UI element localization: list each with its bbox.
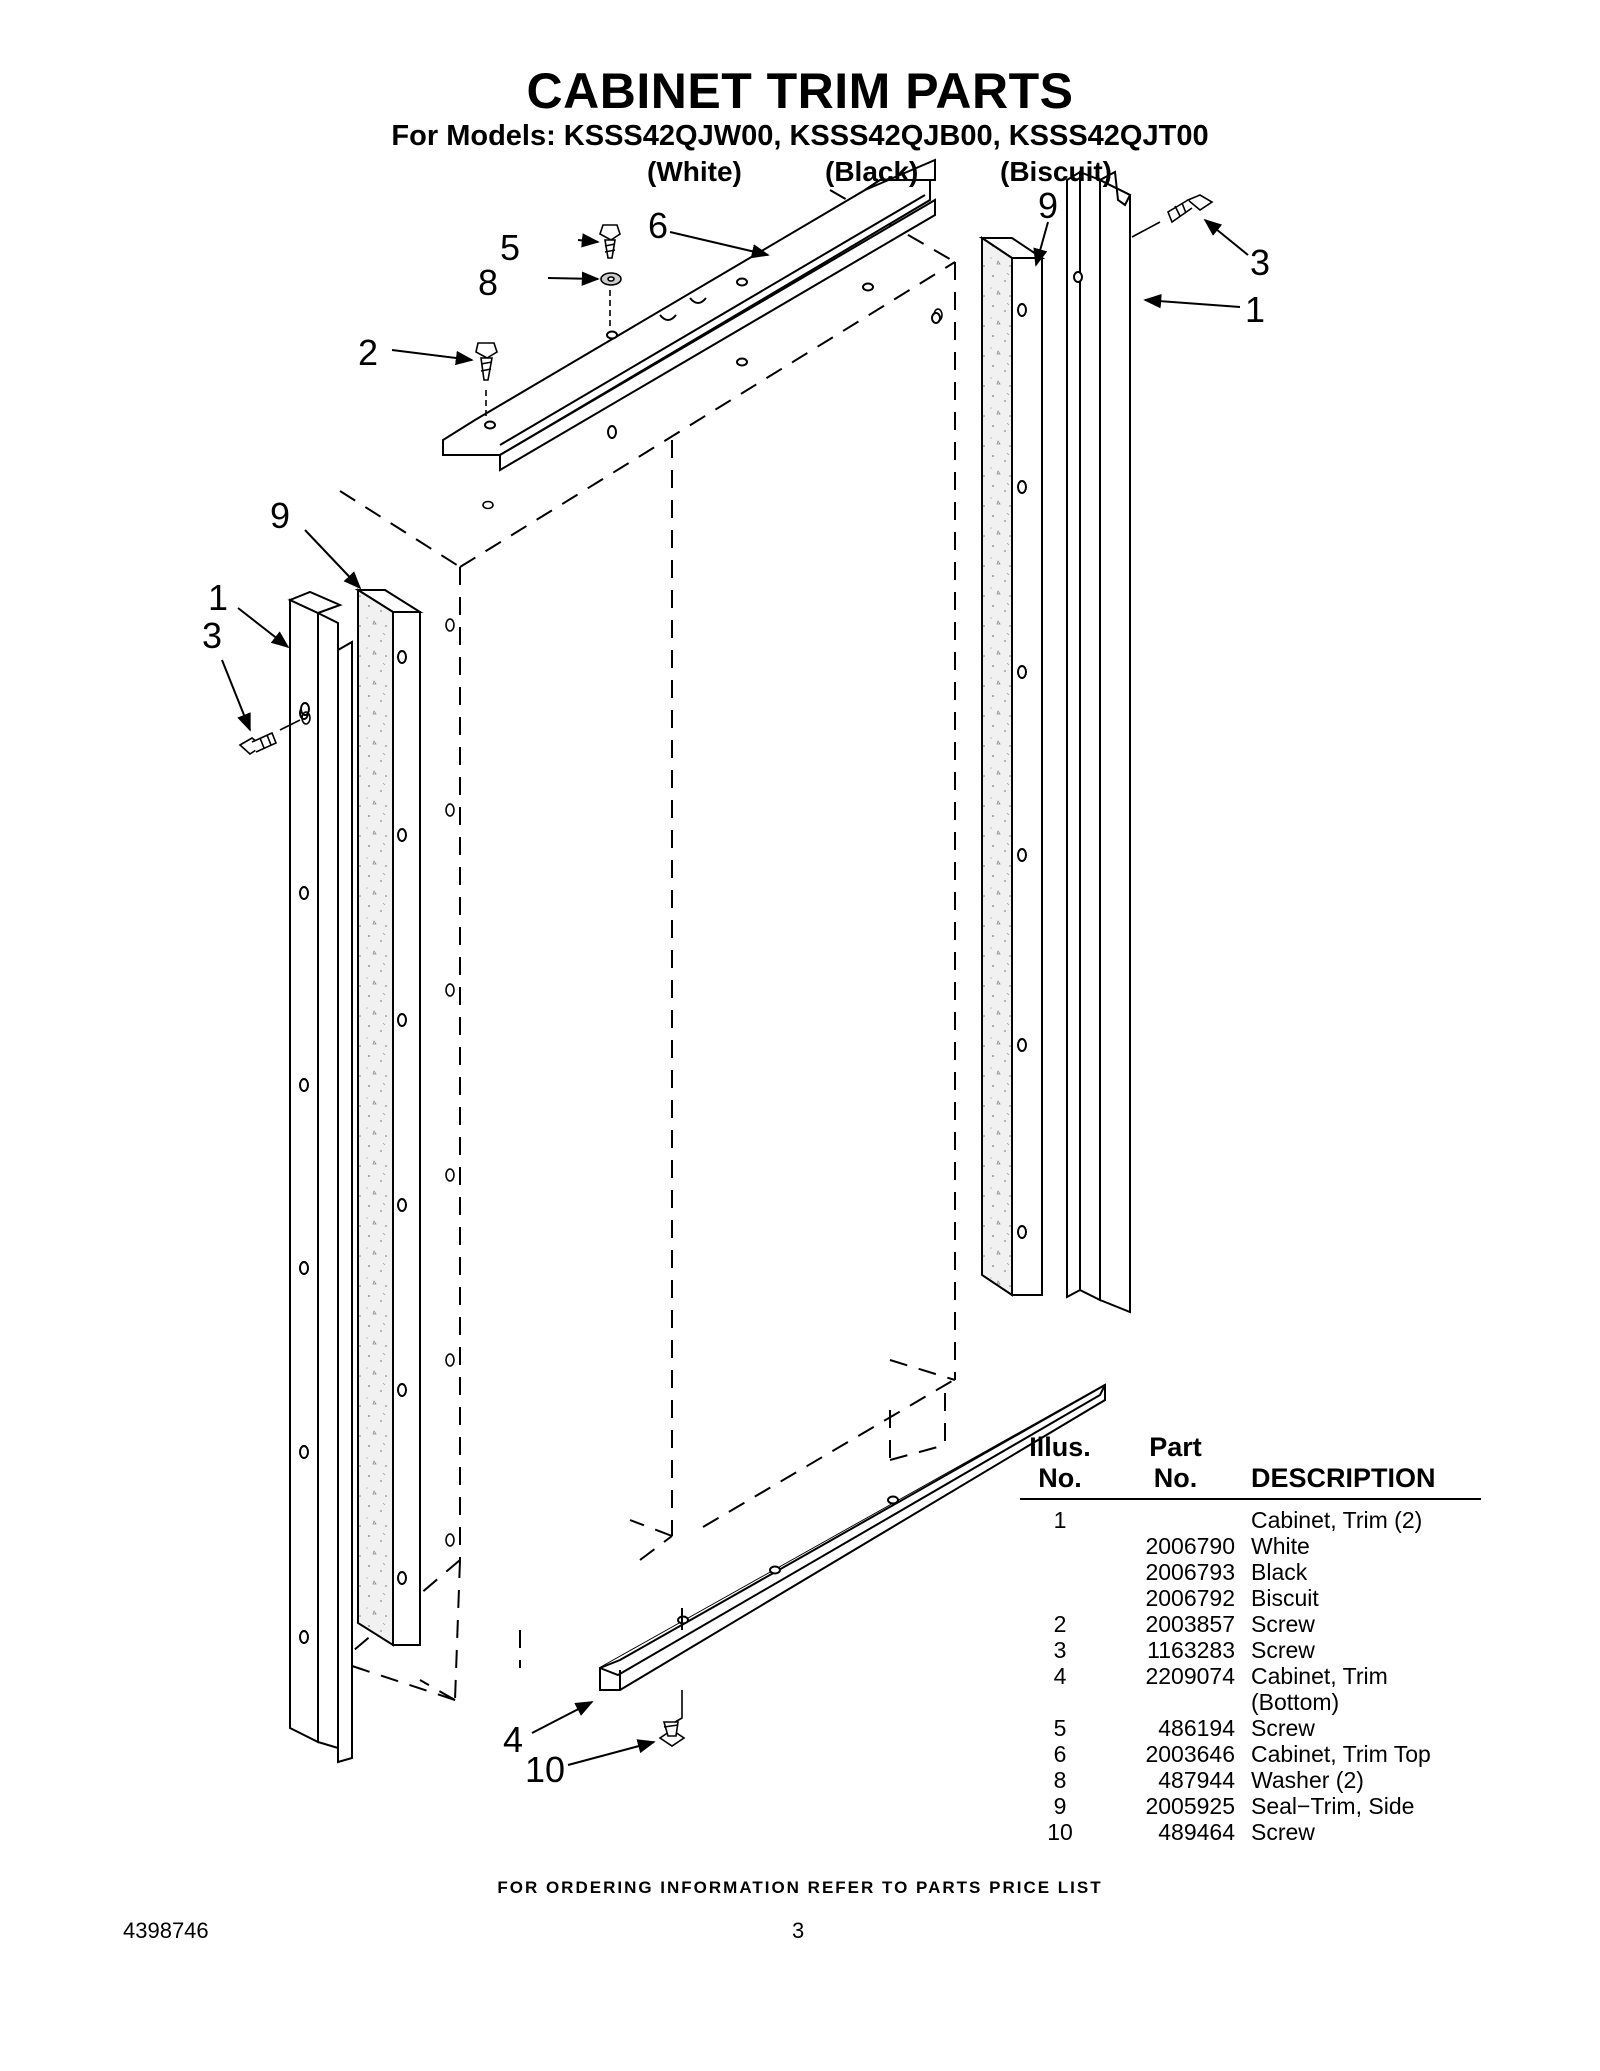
models-line: For Models: KSSS42QJW00, KSSS42QJB00, KS… [391, 120, 1209, 152]
header-illus-line1: Illus. [1029, 1432, 1091, 1462]
washer-part-8 [600, 272, 622, 286]
callout-9-left: 9 [270, 495, 291, 536]
right-trim-part-1 [1066, 170, 1132, 1314]
callout-10: 10 [525, 1749, 566, 1790]
callout-8: 8 [478, 262, 499, 303]
callout-3-left: 3 [202, 615, 223, 656]
callout-5: 5 [500, 227, 521, 268]
callout-4: 4 [503, 1719, 524, 1760]
screw-part-3-right [1131, 194, 1214, 238]
variant-white: (White) [647, 156, 742, 187]
header-part-line2: No. [1100, 1463, 1251, 1500]
cabinet-outline [339, 189, 956, 1701]
header-description: DESCRIPTION [1251, 1463, 1481, 1500]
callout-1-left: 1 [208, 577, 229, 618]
screw-part-10 [658, 1721, 686, 1747]
ordering-note: FOR ORDERING INFORMATION REFER TO PARTS … [497, 1878, 1103, 1897]
table-row: (Bottom) [1251, 1689, 1340, 1715]
page-title: CABINET TRIM PARTS [526, 63, 1074, 119]
right-seal-part-9 [978, 236, 1046, 1297]
leader-lines [221, 218, 1249, 1766]
left-trim-part-1 [287, 590, 353, 1764]
callout-3-right: 3 [1250, 242, 1271, 283]
left-seal-part-9 [354, 588, 424, 1647]
header-illus-line2: No. [1020, 1463, 1100, 1500]
screw-part-3-left [238, 711, 311, 756]
screw-part-5 [599, 224, 621, 330]
header-part-line1: Part [1149, 1432, 1202, 1462]
callout-1-right: 1 [1245, 289, 1266, 330]
callout-2: 2 [358, 332, 379, 373]
variant-black: (Black) [825, 156, 919, 187]
page-number: 3 [792, 1918, 805, 1943]
variant-biscuit: (Biscuit) [1000, 156, 1112, 187]
top-trim-part-6 [442, 158, 941, 472]
document-number: 4398746 [123, 1918, 209, 1943]
callout-6: 6 [648, 205, 669, 246]
bottom-trim-part-4 [599, 1383, 1106, 1691]
screw-part-2 [475, 342, 498, 420]
callout-9-right: 9 [1038, 185, 1059, 226]
